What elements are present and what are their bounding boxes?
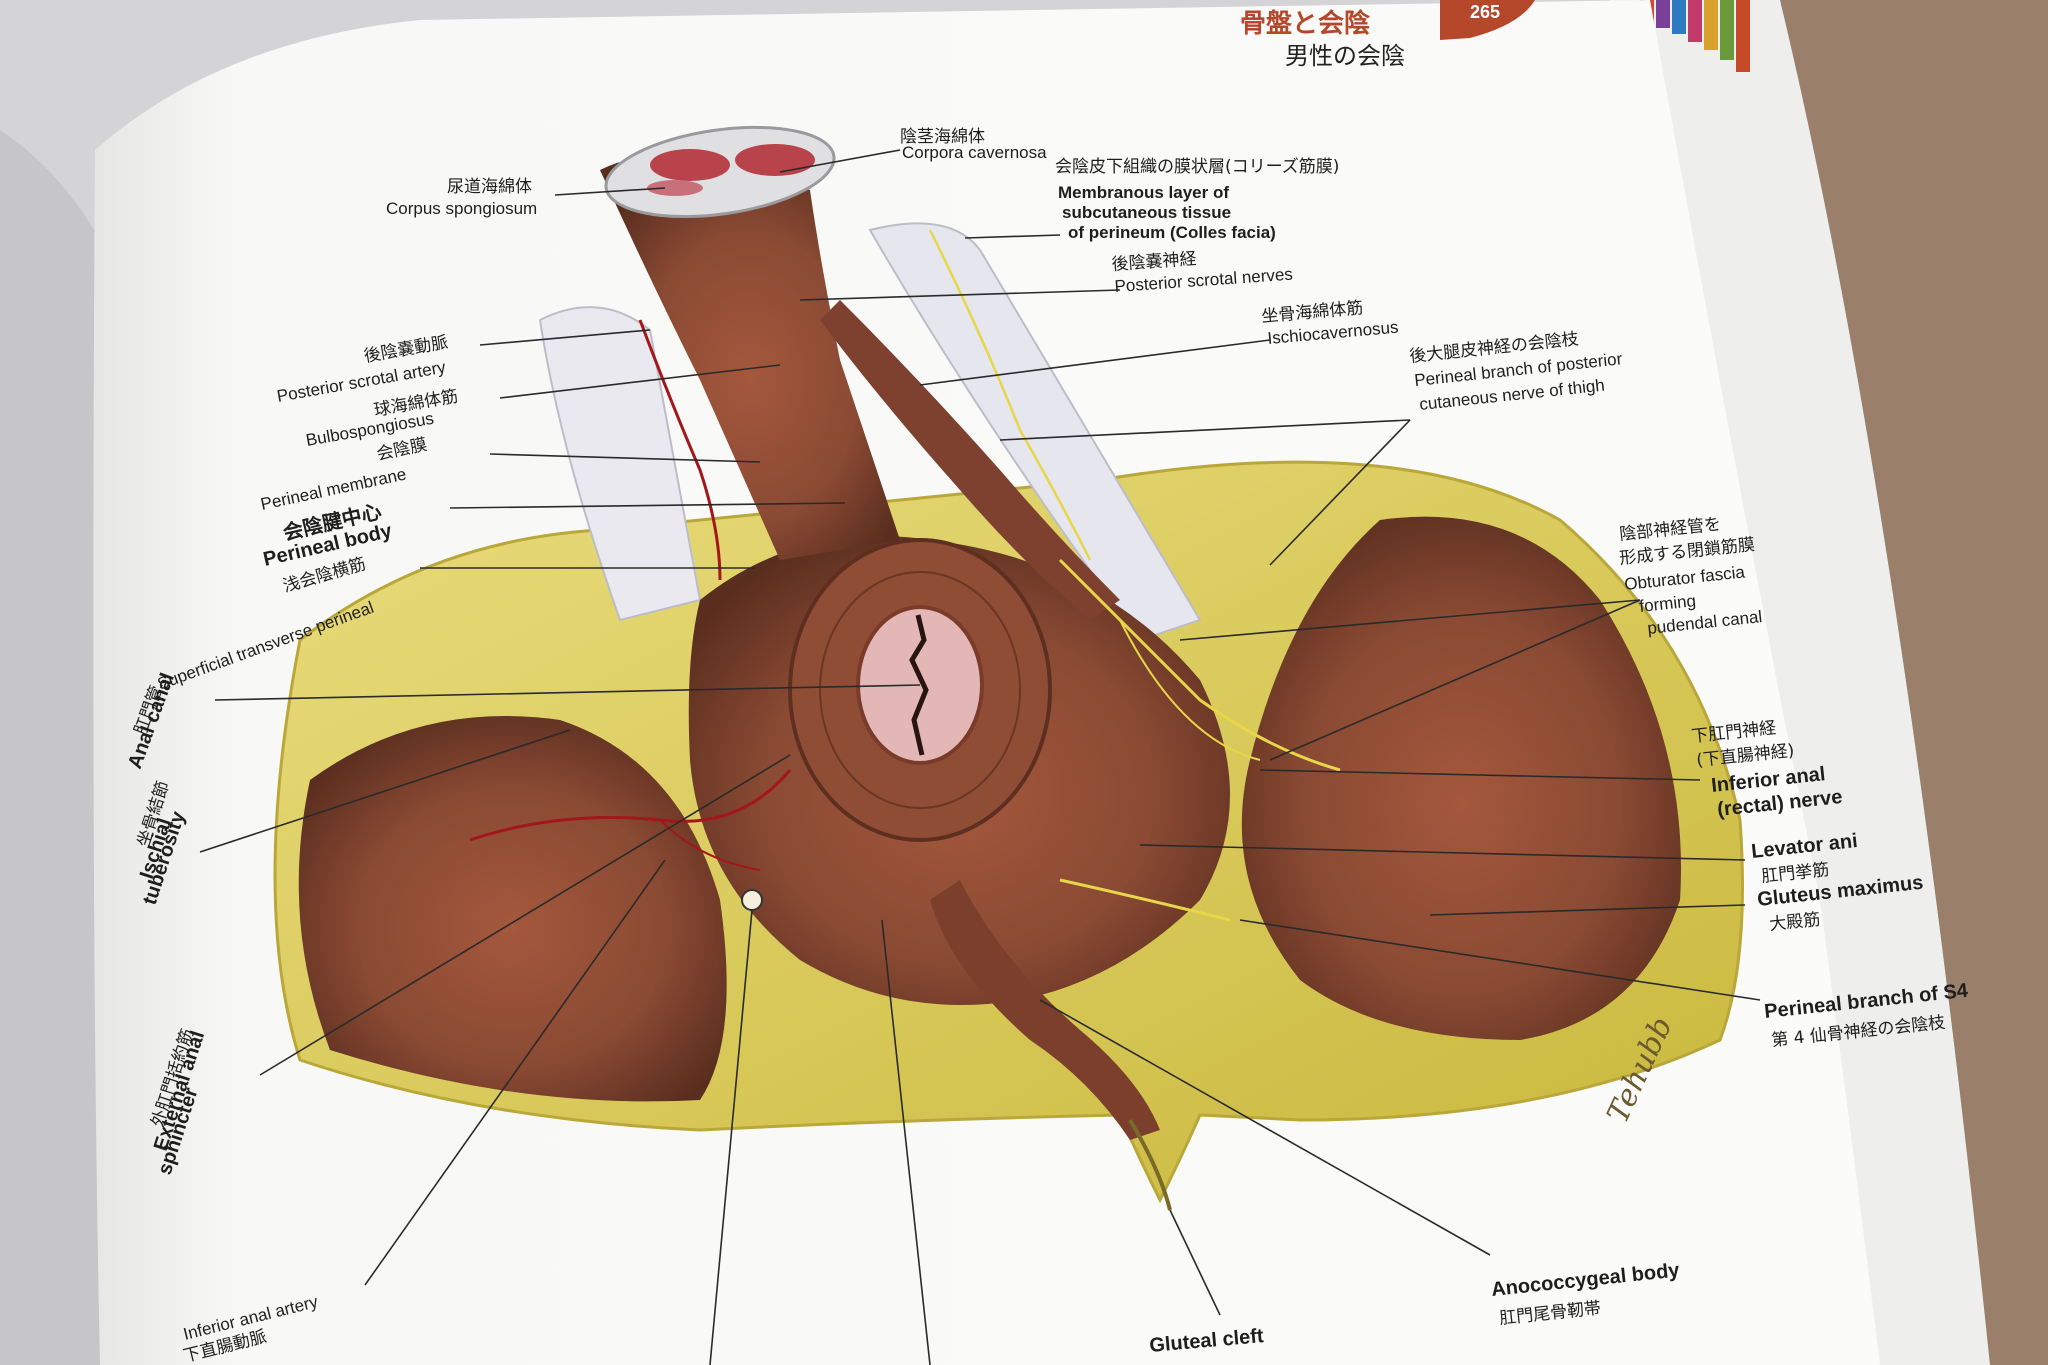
label-colles-jp: 会陰皮下組織の膜状層(コリーズ筋膜) xyxy=(1055,157,1339,177)
label-colles-line2: subcutaneous tissue xyxy=(1062,203,1231,222)
label-colles-line1: Membranous layer of xyxy=(1058,183,1229,202)
leader-lines xyxy=(199,149,1761,1365)
label-colles-line3: of perineum (Colles facia) xyxy=(1068,223,1276,242)
left-page-edge xyxy=(0,130,100,1365)
page-number: 265 xyxy=(1470,2,1500,22)
dissection-illustration: Tehubb xyxy=(273,125,1744,1211)
label-corpora-cavernosa-jp: 陰茎海綿体 xyxy=(900,127,985,147)
page-number-tab xyxy=(1440,0,1535,40)
label-corpus-spongiosum: Corpus spongiosum xyxy=(386,199,537,218)
label-corpora-cavernosa: Corpora cavernosa xyxy=(902,143,1047,162)
label-corpus-spongiosum-jp: 尿道海綿体 xyxy=(447,177,532,197)
section-subtitle: 男性の会陰 xyxy=(1285,42,1405,70)
section-title: 骨盤と会陰 xyxy=(1240,8,1371,39)
